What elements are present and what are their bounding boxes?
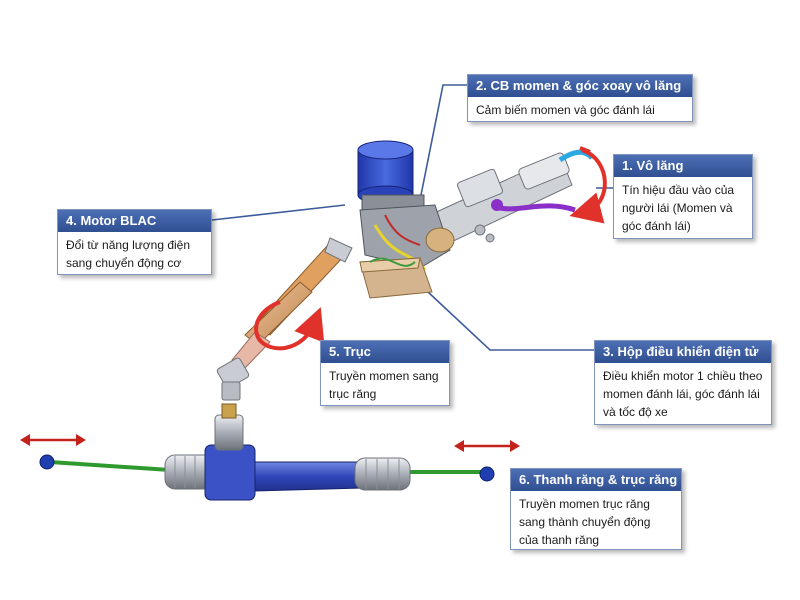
shaft-rotation-arrow — [254, 300, 325, 351]
leader-lines — [211, 84, 613, 351]
callout-title: 3. Hộp điều khiển điện tử — [595, 341, 771, 363]
left-travel-arrow — [20, 434, 86, 446]
callout-text: Đổi từ năng lượng điện sang chuyển động … — [66, 238, 191, 270]
callout-text: Truyền momen trục răng sang thành chuyển… — [519, 497, 651, 547]
leader-line-4 — [211, 204, 346, 221]
right-travel-arrow — [454, 440, 520, 452]
callout-title: 5. Trục — [321, 341, 449, 363]
callout-title: 6. Thanh răng & trục răng — [511, 469, 681, 491]
callout-shaft: 5. Trục Truyền momen sang trục răng — [320, 340, 450, 406]
callout-blac-motor: 4. Motor BLAC Đổi từ năng lượng điện san… — [57, 209, 212, 275]
callout-ecu: 3. Hộp điều khiển điện tử Điều khiển mot… — [594, 340, 772, 425]
callout-title: 1. Vô lăng — [614, 155, 752, 177]
callout-text: Cảm biến momen và góc đánh lái — [476, 103, 655, 117]
callout-text: Truyền momen sang trục răng — [329, 369, 439, 401]
ecu-box — [359, 257, 433, 299]
callout-title: 2. CB momen & góc xoay vô lăng — [468, 75, 692, 97]
steering-wheel-rotation-arrow — [569, 146, 607, 224]
leader-line-3 — [427, 291, 595, 351]
intermediate-shaft — [216, 237, 353, 401]
callout-text: Điều khiển motor 1 chiều theo momen đánh… — [603, 369, 763, 419]
callout-text: Tín hiệu đầu vào của người lái (Momen và… — [622, 183, 735, 233]
steering-column — [429, 149, 594, 246]
callout-rack-pinion: 6. Thanh răng & trục răng Truyền momen t… — [510, 468, 682, 550]
callout-torque-angle-sensor: 2. CB momen & góc xoay vô lăng Cảm biến … — [467, 74, 693, 122]
blac-motor — [357, 140, 425, 214]
callout-steering-wheel: 1. Vô lăng Tín hiệu đầu vào của người lá… — [613, 154, 753, 239]
leader-line-2 — [419, 84, 467, 201]
callout-title: 4. Motor BLAC — [58, 210, 211, 232]
rack-and-pinion — [39, 403, 495, 501]
